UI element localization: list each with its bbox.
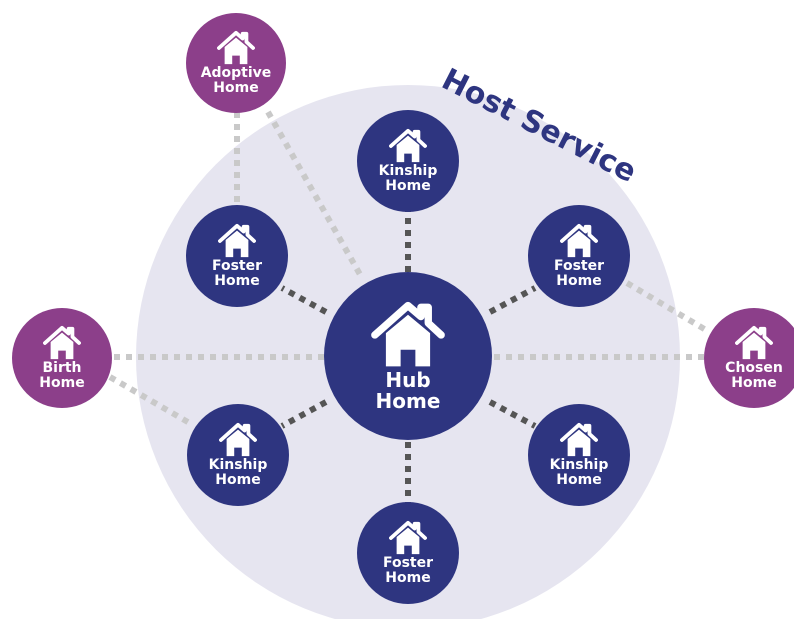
- house-icon: [389, 520, 427, 556]
- house-icon: [217, 30, 255, 66]
- link-birth-kinship: [108, 374, 195, 428]
- house-icon: [560, 223, 598, 259]
- house-icon: [218, 223, 256, 259]
- house-icon: [735, 325, 773, 361]
- hub-home-label: Hub Home: [375, 368, 441, 413]
- house-icon: [389, 128, 427, 164]
- house-icon: [371, 300, 445, 370]
- link-chosen-foster: [625, 280, 708, 333]
- link-hub-kinship-bottomright: [488, 399, 537, 429]
- link-hub-foster-topleft: [280, 285, 328, 315]
- link-adoptive-hub: [265, 110, 365, 280]
- hub-home-node: Hub Home: [324, 272, 492, 440]
- link-hub-foster-topright: [488, 285, 537, 315]
- house-icon: [43, 325, 81, 361]
- house-icon: [219, 422, 257, 458]
- link-hub-kinship-bottomleft: [280, 399, 328, 429]
- house-icon: [560, 422, 598, 458]
